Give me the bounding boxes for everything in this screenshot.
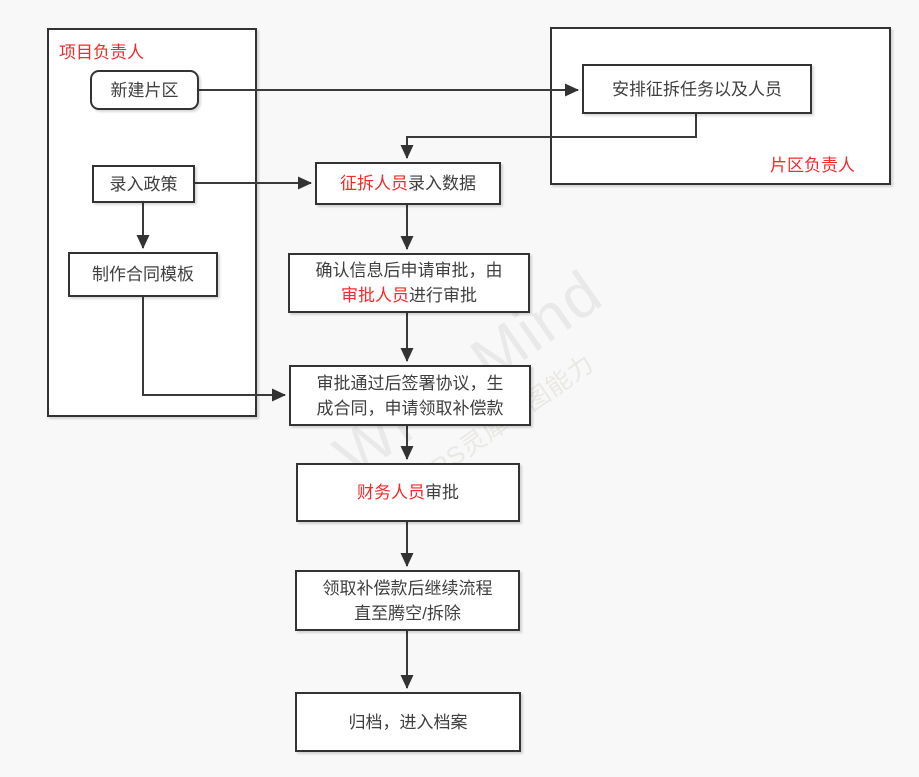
- node-enter-data[interactable]: 征拆人员录入数据: [315, 162, 501, 205]
- node-confirm-approval-line1: 确认信息后申请审批，由: [315, 261, 503, 280]
- node-enter-policy[interactable]: 录入政策: [92, 165, 195, 203]
- node-new-area[interactable]: 新建片区: [90, 70, 199, 110]
- node-receive-compensation[interactable]: 领取补偿款后继续流程 直至腾空/拆除: [295, 570, 520, 631]
- node-confirm-approval-rest: 进行审批: [409, 286, 477, 305]
- node-confirm-approval-line2: 审批人员进行审批: [341, 283, 477, 308]
- node-enter-data-role: 征拆人员: [340, 174, 408, 193]
- node-archive[interactable]: 归档，进入档案: [295, 692, 521, 752]
- node-enter-data-label: 征拆人员录入数据: [340, 171, 476, 196]
- node-finance-approval-role: 财务人员: [357, 483, 425, 502]
- node-finance-approval-rest: 审批: [425, 483, 459, 502]
- node-archive-label: 归档，进入档案: [348, 712, 468, 732]
- node-arrange-tasks[interactable]: 安排征拆任务以及人员: [582, 64, 812, 114]
- node-receive-compensation-line2: 直至腾空/拆除: [354, 603, 461, 623]
- node-contract-template-label: 制作合同模板: [92, 265, 194, 284]
- node-contract-template[interactable]: 制作合同模板: [68, 252, 218, 297]
- node-receive-compensation-line1: 领取补偿款后继续流程: [322, 578, 493, 598]
- node-finance-approval-label: 财务人员审批: [357, 480, 459, 505]
- node-sign-agreement-line2: 成合同，申请领取补偿款: [316, 398, 504, 418]
- node-confirm-approval[interactable]: 确认信息后申请审批，由 审批人员进行审批: [288, 253, 530, 313]
- lane-area-manager-label: 片区负责人: [770, 156, 855, 175]
- node-new-area-label: 新建片区: [110, 80, 179, 100]
- node-enter-policy-label: 录入政策: [109, 174, 178, 194]
- node-sign-agreement-line1: 审批通过后签署协议，生: [316, 373, 504, 393]
- node-sign-agreement[interactable]: 审批通过后签署协议，生 成合同，申请领取补偿款: [289, 365, 531, 426]
- node-finance-approval[interactable]: 财务人员审批: [296, 463, 520, 522]
- lane-project-manager-label: 项目负责人: [59, 43, 144, 62]
- node-arrange-tasks-label: 安排征拆任务以及人员: [612, 79, 782, 99]
- node-confirm-approval-role: 审批人员: [341, 286, 409, 305]
- node-enter-data-rest: 录入数据: [408, 174, 476, 193]
